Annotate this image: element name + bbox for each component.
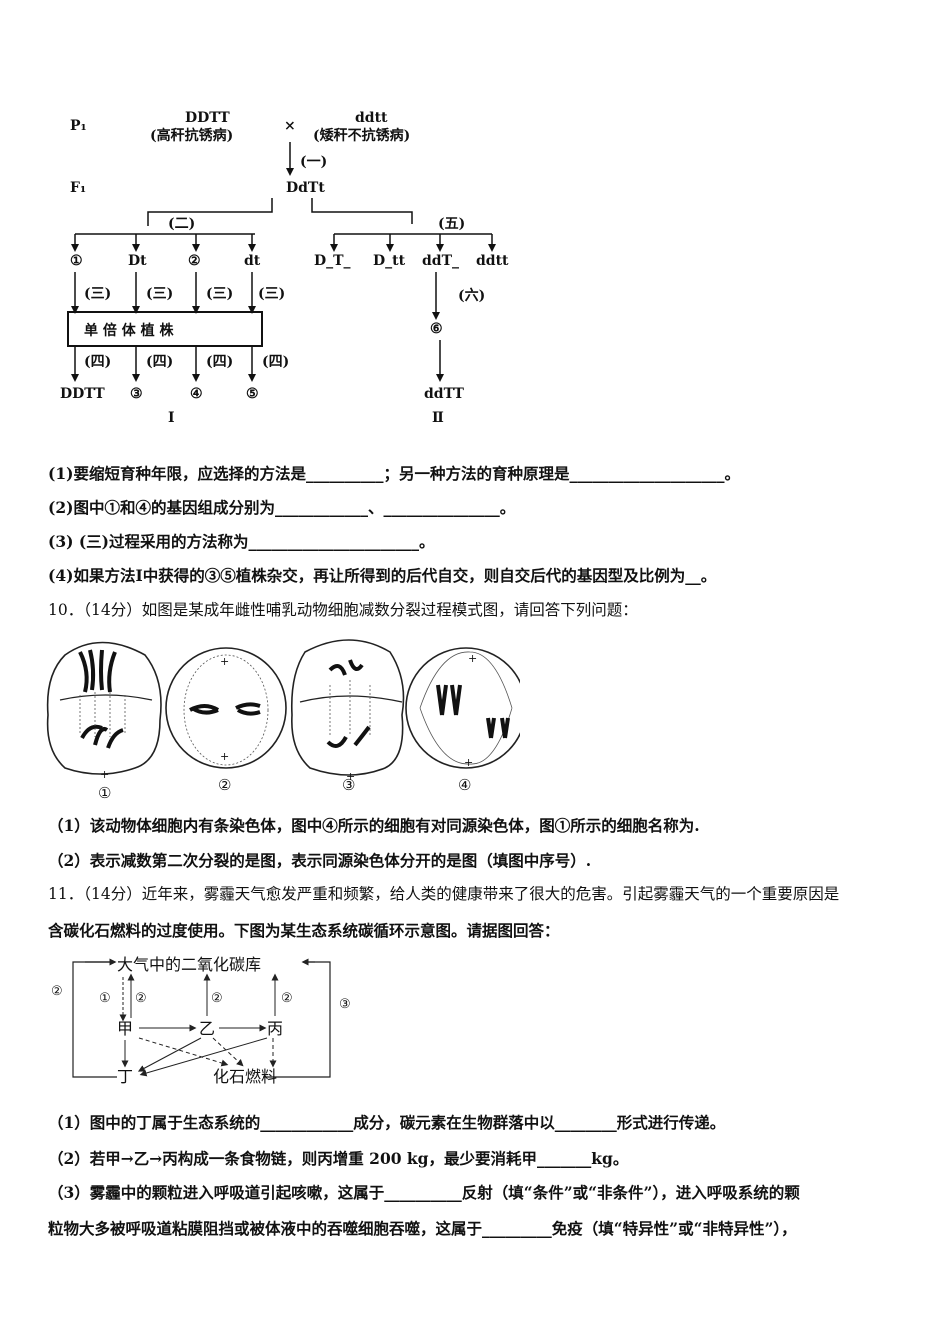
q10-header: 10．（14分）如图是某成年雌性哺乳动物细胞减数分裂过程模式图，请回答下列问题：	[48, 601, 638, 619]
svg-text:(四): (四)	[206, 354, 233, 370]
cell-label-2: ②	[218, 776, 231, 794]
q11-line-4: 粒物大多被呼吸道粘膜阻挡或被体液中的吞噬细胞吞噬，这属于_________免疫（…	[48, 1219, 797, 1238]
node-jia: 甲	[117, 1019, 133, 1038]
svg-text:(四): (四)	[146, 354, 173, 370]
left-gamete-1: ①	[70, 253, 83, 269]
f1-label: F₁	[70, 180, 86, 196]
cell-2: + +	[165, 647, 287, 769]
svg-text:(三): (三)	[206, 286, 233, 302]
node-fossil: 化石燃料	[213, 1067, 277, 1086]
svg-text:+: +	[220, 655, 229, 668]
right-offspring-4: ddtt	[476, 253, 509, 269]
right-offspring-1: D_T_	[314, 253, 351, 269]
q9-line-2: (2)图中①和④的基因组成分别为____________、___________…	[48, 498, 516, 517]
method-2-label: Ⅱ	[432, 410, 444, 426]
q11-header-1: 11．（14分）近年来，雾霾天气愈发严重和频繁，给人类的健康带来了很大的危害。引…	[48, 885, 840, 903]
cell-4: + +	[405, 647, 520, 769]
right-offspring-2: D_tt	[373, 253, 406, 269]
arrow-label-c: ②	[135, 991, 147, 1006]
q9-line-3: (3) (三)过程采用的方法称为______________________。	[48, 532, 435, 551]
svg-text:+: +	[346, 770, 355, 783]
right-offspring-3: ddT_	[422, 253, 459, 269]
arrow-label-b: ①	[99, 991, 111, 1006]
step5-label: (五)	[438, 216, 465, 232]
q11-header-2: 含碳化石燃料的过度使用。下图为某生态系统碳循环示意图。请据图回答：	[48, 921, 560, 940]
parent1-desc: (高秆抗锈病)	[150, 127, 233, 144]
arrow-label-d: ②	[211, 991, 223, 1006]
step2-label: (二)	[168, 216, 195, 232]
q11-line-1: （1）图中的丁属于生态系统的____________成分，碳元素在生物群落中以_…	[48, 1113, 726, 1132]
haploid-label: 单 倍 体 植 株	[84, 322, 174, 339]
node-yi: 乙	[199, 1019, 215, 1038]
svg-text:(三): (三)	[146, 286, 173, 302]
meiosis-cells-figure: + ① + + ② + ③ + + ④	[46, 639, 520, 802]
left-result-4: ⑤	[246, 386, 259, 402]
cell-1: +	[46, 641, 162, 781]
left-gamete-2: Dt	[128, 253, 147, 269]
svg-text:+: +	[468, 652, 477, 665]
q11-line-3: （3）雾霾中的颗粒进入呼吸道引起咳嗽，这属于__________反射（填“条件”…	[48, 1183, 800, 1202]
step6-label: (六)	[458, 287, 485, 304]
svg-text:(四): (四)	[84, 354, 111, 370]
cell-3: +	[290, 639, 405, 783]
f1-genotype: DdTt	[286, 180, 325, 196]
cell-label-4: ④	[458, 776, 471, 794]
parent1-genotype: DDTT	[185, 110, 230, 126]
q10-line-2: （2）表示减数第二次分裂的是图，表示同源染色体分开的是图（填图中序号）.	[48, 851, 592, 870]
svg-text:+: +	[220, 750, 229, 763]
svg-text:(三): (三)	[258, 286, 285, 302]
left-gamete-4: dt	[244, 253, 261, 269]
parent2-desc: (矮秆不抗锈病)	[313, 127, 410, 144]
method-1-label: Ⅰ	[168, 410, 175, 426]
node-ding: 丁	[117, 1067, 133, 1086]
left-result-2: ③	[130, 386, 143, 402]
haploid-box	[67, 311, 263, 347]
arrow-label-f: ③	[339, 997, 351, 1012]
breeding-diagram: P₁ DDTT (高秆抗锈病) × ddtt (矮秆不抗锈病) (一) F₁ D…	[60, 110, 509, 426]
svg-text:(四): (四)	[262, 354, 289, 370]
cell-label-3: ③	[342, 776, 355, 794]
arrow-label-a: ②	[51, 984, 63, 999]
q9-line-1: (1)要缩短育种年限，应选择的方法是__________；另一种方法的育种原理是…	[48, 464, 740, 483]
right-result: ddTT	[424, 386, 464, 402]
left-result-3: ④	[190, 386, 203, 402]
svg-text:(三): (三)	[84, 286, 111, 302]
q9-line-4: (4)如果方法Ⅰ中获得的③⑤植株杂交，再让所得到的后代自交，则自交后代的基因型及…	[48, 566, 717, 585]
svg-text:+: +	[100, 768, 109, 781]
cell-label-1: ①	[98, 784, 111, 802]
q10-line-1: （1）该动物体细胞内有条染色体，图中④所示的细胞有对同源染色体，图①所示的细胞名…	[48, 816, 700, 835]
right-mid: ⑥	[430, 321, 443, 337]
left-result-1: DDTT	[60, 386, 105, 402]
co2-pool: 大气中的二氧化碳库	[117, 955, 261, 974]
svg-text:+: +	[464, 756, 473, 769]
q11-line-2: （2）若甲→乙→丙构成一条食物链，则丙增重 200 kg，最少要消耗甲_____…	[48, 1149, 629, 1168]
p1-label: P₁	[70, 118, 87, 134]
carbon-cycle-diagram: 大气中的二氧化碳库 ② ③ ① ② ② ② 甲 乙 丙 丁 化石燃料	[51, 955, 351, 1086]
step1-label: (一)	[300, 154, 327, 170]
cross-symbol: ×	[284, 118, 296, 134]
parent2-genotype: ddtt	[355, 110, 388, 126]
left-gamete-3: ②	[188, 253, 201, 269]
node-bing: 丙	[267, 1019, 283, 1038]
arrow-label-e: ②	[281, 991, 293, 1006]
